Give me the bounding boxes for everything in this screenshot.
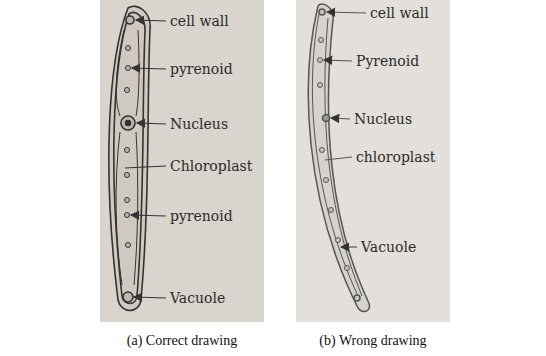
paper-photo	[296, 0, 450, 322]
part-label: Pyrenoid	[356, 53, 419, 69]
part-label: pyrenoid	[170, 208, 233, 224]
panel-caption: (b) Wrong drawing	[319, 333, 426, 349]
part-label: Nucleus	[354, 111, 412, 127]
part-label: Vacuole	[170, 290, 225, 306]
part-label: cell wall	[370, 5, 429, 21]
part-label: Nucleus	[170, 116, 228, 132]
part-label: pyrenoid	[170, 61, 233, 77]
paper-photo	[100, 0, 264, 322]
cell-drawing	[109, 6, 150, 310]
leader-lines	[324, 12, 366, 247]
leader-lines	[125, 20, 166, 298]
part-label: Chloroplast	[170, 158, 252, 174]
panel-caption: (a) Correct drawing	[127, 333, 237, 349]
part-label: chloroplast	[356, 149, 435, 165]
part-label: cell wall	[170, 13, 229, 29]
part-label: Vacuole	[361, 239, 416, 255]
